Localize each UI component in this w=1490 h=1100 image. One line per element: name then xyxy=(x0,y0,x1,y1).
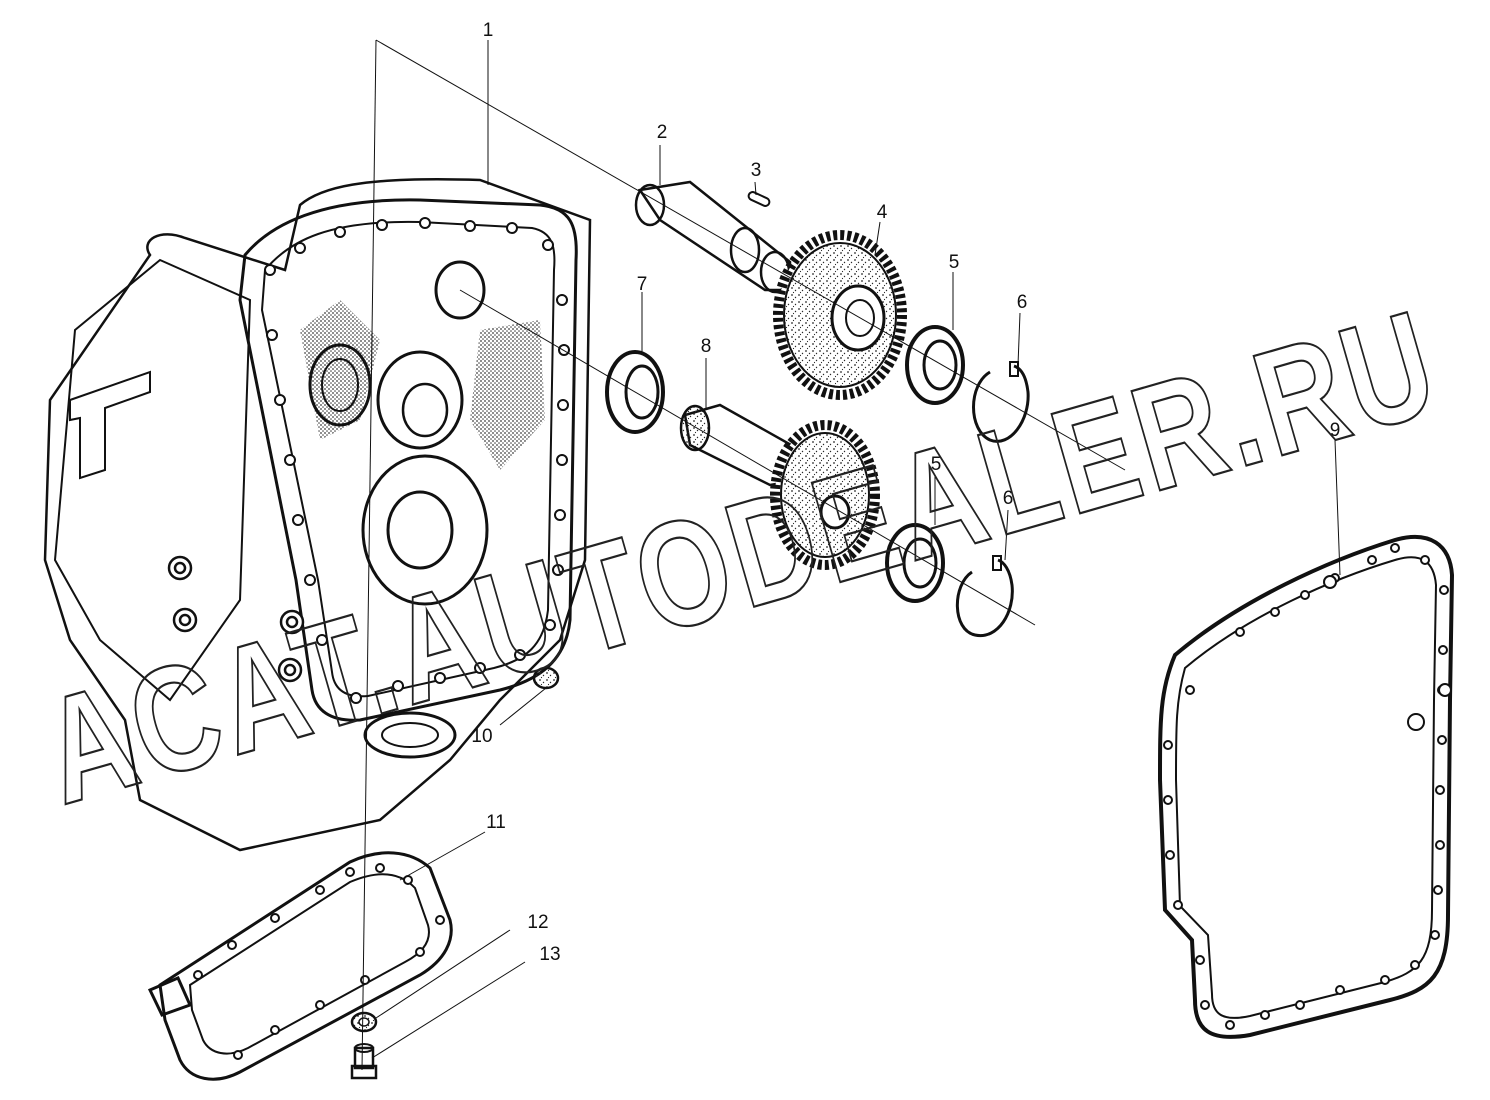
gearbox-housing xyxy=(43,177,592,852)
callout-2: 2 xyxy=(657,122,668,143)
oil-pan xyxy=(147,851,453,1081)
callout-1: 1 xyxy=(483,20,494,41)
leader-lines xyxy=(361,39,1341,1071)
callout-8: 8 xyxy=(701,336,712,357)
gasket xyxy=(1157,534,1455,1039)
callout-5-upper: 5 xyxy=(949,252,960,273)
shaft-key xyxy=(747,191,771,207)
bearing-lower xyxy=(885,523,945,603)
callout-6-upper: 6 xyxy=(1017,292,1028,313)
callout-9: 9 xyxy=(1330,420,1341,441)
large-gear xyxy=(773,230,907,400)
circlip-lower xyxy=(955,555,1014,638)
callout-12: 12 xyxy=(527,912,548,933)
callout-11: 11 xyxy=(486,812,506,833)
callout-10: 10 xyxy=(471,726,492,747)
callout-7: 7 xyxy=(637,274,648,295)
callouts: 1 2 3 4 5 5 6 6 7 8 9 10 11 12 13 xyxy=(471,20,1340,965)
washer xyxy=(350,1011,378,1033)
callout-3: 3 xyxy=(751,160,762,181)
watermark: ACAT.AUTODEALER.RU xyxy=(24,276,1457,837)
bearing-upper xyxy=(905,325,965,405)
output-shaft-gear xyxy=(679,403,880,570)
circlip-upper xyxy=(972,361,1030,443)
callout-13: 13 xyxy=(539,944,560,965)
watermark-text: ACAT.AUTODEALER.RU xyxy=(25,277,1456,835)
callout-5-lower: 5 xyxy=(931,454,942,475)
callout-6-lower: 6 xyxy=(1003,488,1014,509)
callout-4: 4 xyxy=(877,202,888,223)
bearing-left xyxy=(605,350,665,434)
bolt xyxy=(350,1043,378,1080)
